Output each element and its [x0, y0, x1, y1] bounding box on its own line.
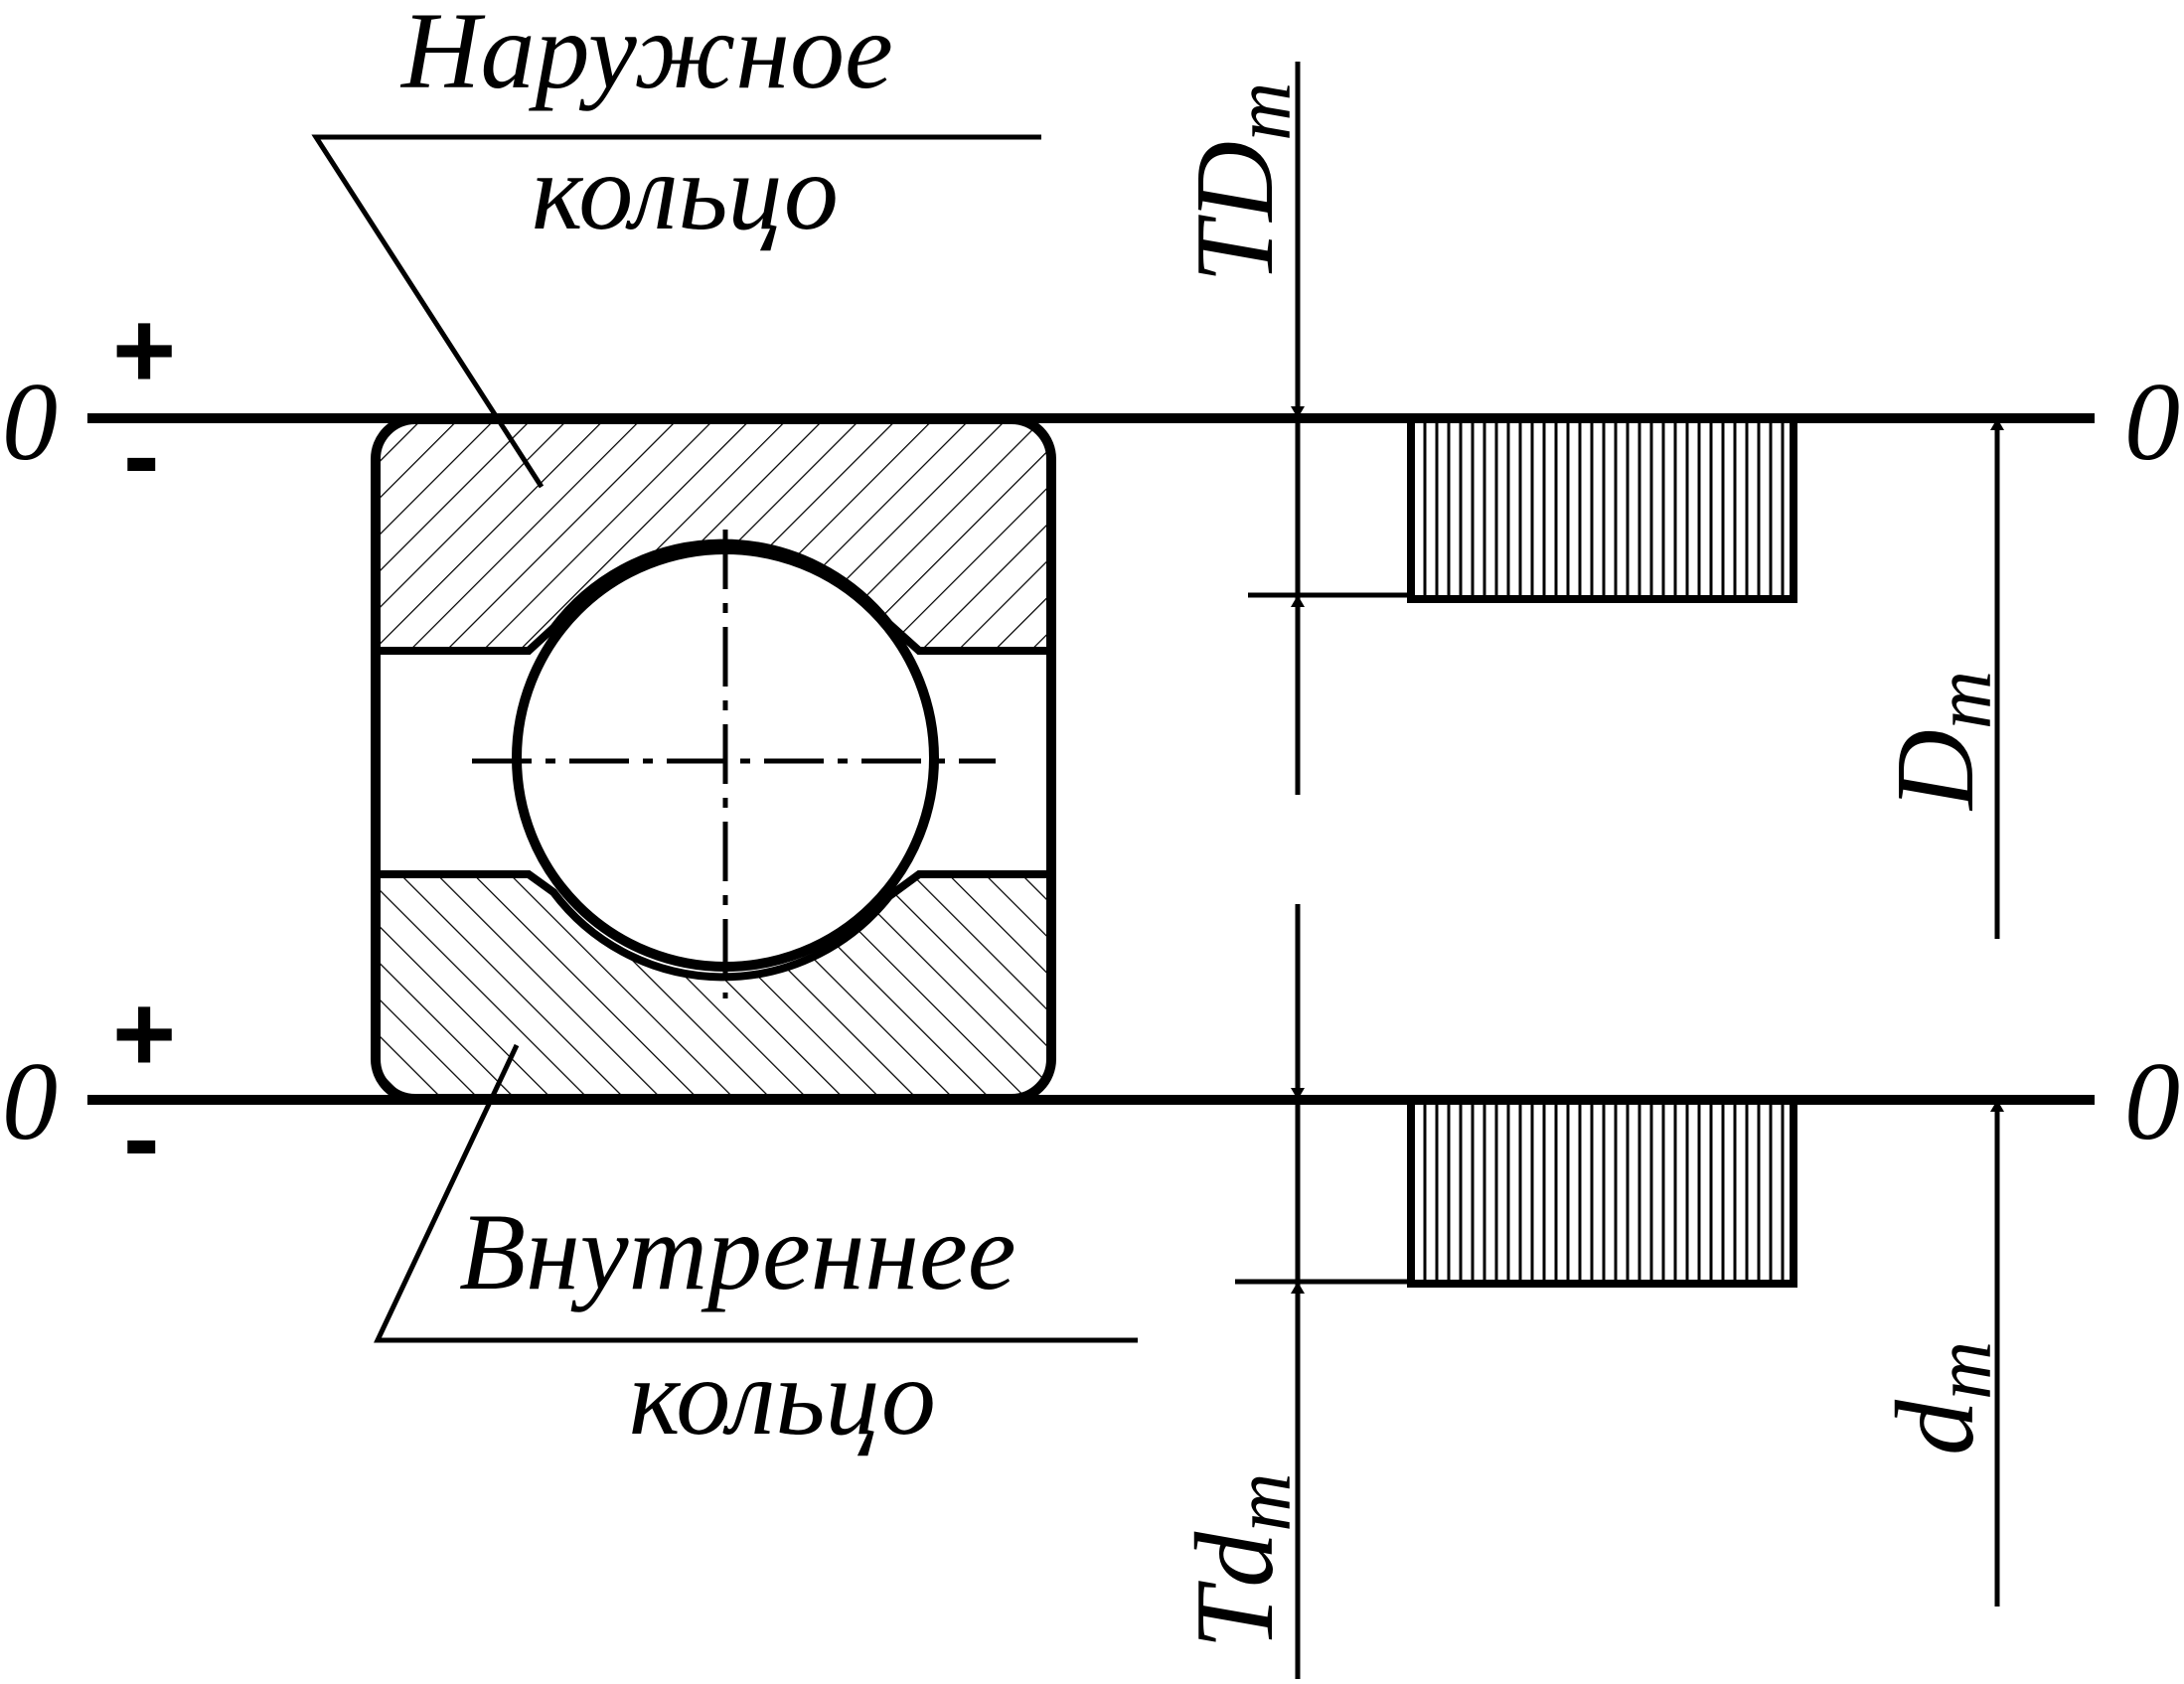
bottom-left-zero-label: 0: [2, 1040, 58, 1163]
outer-diameter-label: Dm: [1874, 671, 2008, 812]
outer-ring-tolerance-field: [1407, 414, 1797, 603]
inner-ring-label-line1: Внутреннее: [459, 1191, 1016, 1312]
bottom-right-zero-label: 0: [2124, 1040, 2180, 1163]
inner-ring-leader: [374, 1043, 1138, 1343]
outer-ring-leader: [311, 134, 1041, 489]
inner-ring-section: [376, 870, 1051, 1099]
inner-diameter-label: dm: [1874, 1341, 2008, 1455]
top-minus-sign: -: [123, 394, 160, 517]
outer-ring-label-line1: Наружное: [399, 0, 893, 111]
bearing-outline: [371, 414, 1056, 1104]
top-right-zero-label: 0: [2124, 361, 2180, 484]
top-plus-sign: +: [112, 289, 176, 411]
top-left-zero-label: 0: [2, 361, 58, 484]
outer-tolerance-label: TDm: [1173, 82, 1308, 283]
bottom-minus-sign: -: [123, 1077, 160, 1199]
inner-ring-tolerance-field: [1407, 1096, 1797, 1288]
outer-ring-label-line2: кольцо: [532, 131, 839, 252]
inner-tolerance-label: Tdm: [1173, 1472, 1308, 1649]
bearing-cross-section: [371, 414, 1056, 1104]
bottom-plus-sign: +: [112, 973, 176, 1095]
inner-ring-label-line2: кольцо: [629, 1336, 936, 1457]
